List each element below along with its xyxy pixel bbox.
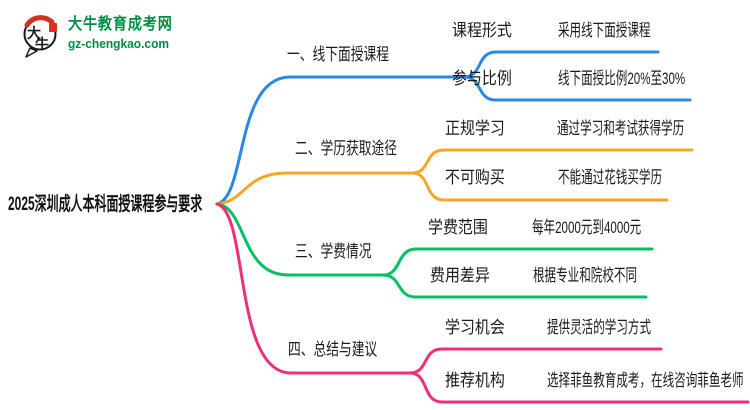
branch3-label: 三、学费情况 (295, 242, 372, 261)
branch1-label: 一、线下面授课程 (287, 45, 389, 64)
branch3-item1-desc: 每年2000元到4000元 (532, 218, 642, 237)
branch4-item2-label: 推荐机构 (445, 371, 505, 390)
branch1-item1-desc: 采用线下面授课程 (558, 21, 651, 40)
branch1-item1-label: 课程形式 (452, 21, 512, 40)
branch2-item2-line (410, 171, 669, 202)
branch3-item1-label: 学费范围 (428, 218, 488, 237)
branch1-item2-label: 参与比例 (452, 69, 512, 88)
branch3-item1-line (381, 247, 654, 277)
branch3-spine-line (215, 202, 385, 277)
logo-char-top: 大 (27, 25, 41, 41)
logo-bubble-icon: 大 牛 (20, 12, 62, 58)
branch2-spine-line (215, 171, 414, 206)
branch2-item1-label: 正规学习 (445, 119, 505, 138)
logo-red-cap-icon (24, 15, 55, 28)
site-name: 大牛教育成考网 (68, 16, 173, 33)
branch4-item1-label: 学习机会 (445, 318, 505, 337)
logo-char-bottom: 牛 (35, 36, 49, 52)
branch1-item2-desc: 线下面授比例20%至30% (558, 69, 686, 88)
branch2-item1-desc: 通过学习和考试获得学历 (557, 119, 685, 138)
branch2-item2-label: 不可购买 (445, 168, 505, 187)
branch4-label: 四、总结与建议 (288, 340, 378, 359)
site-logo[interactable]: 大 牛 大牛教育成考网 gz-chengkao.com (20, 12, 187, 58)
branch2-item1-line (410, 148, 694, 175)
branch4-item2-desc: 选择菲鱼教育成考，在线咨询菲鱼老师 (547, 371, 744, 390)
branch3-item2-desc: 根据专业和院校不同 (533, 266, 638, 285)
branch1-spine-line (215, 75, 466, 206)
site-url: gz-chengkao.com (68, 36, 170, 51)
branch4-item2-line (408, 371, 750, 404)
branch2-item2-desc: 不能通过花钱买学历 (558, 168, 663, 187)
branch1-item1-line (462, 50, 660, 79)
root-topic: 2025深圳成人本科面授课程参与要求 (8, 194, 203, 215)
branch1-item2-line (462, 75, 692, 102)
branch3-item2-label: 费用差异 (430, 266, 490, 285)
branch4-item1-line (408, 347, 663, 375)
branch2-label: 二、学历获取途径 (295, 139, 397, 158)
branch4-spine-line (215, 202, 412, 375)
logo-seal-icon (49, 23, 57, 32)
branch4-item1-desc: 提供灵活的学习方式 (547, 318, 652, 337)
branch3-item2-line (381, 273, 648, 299)
